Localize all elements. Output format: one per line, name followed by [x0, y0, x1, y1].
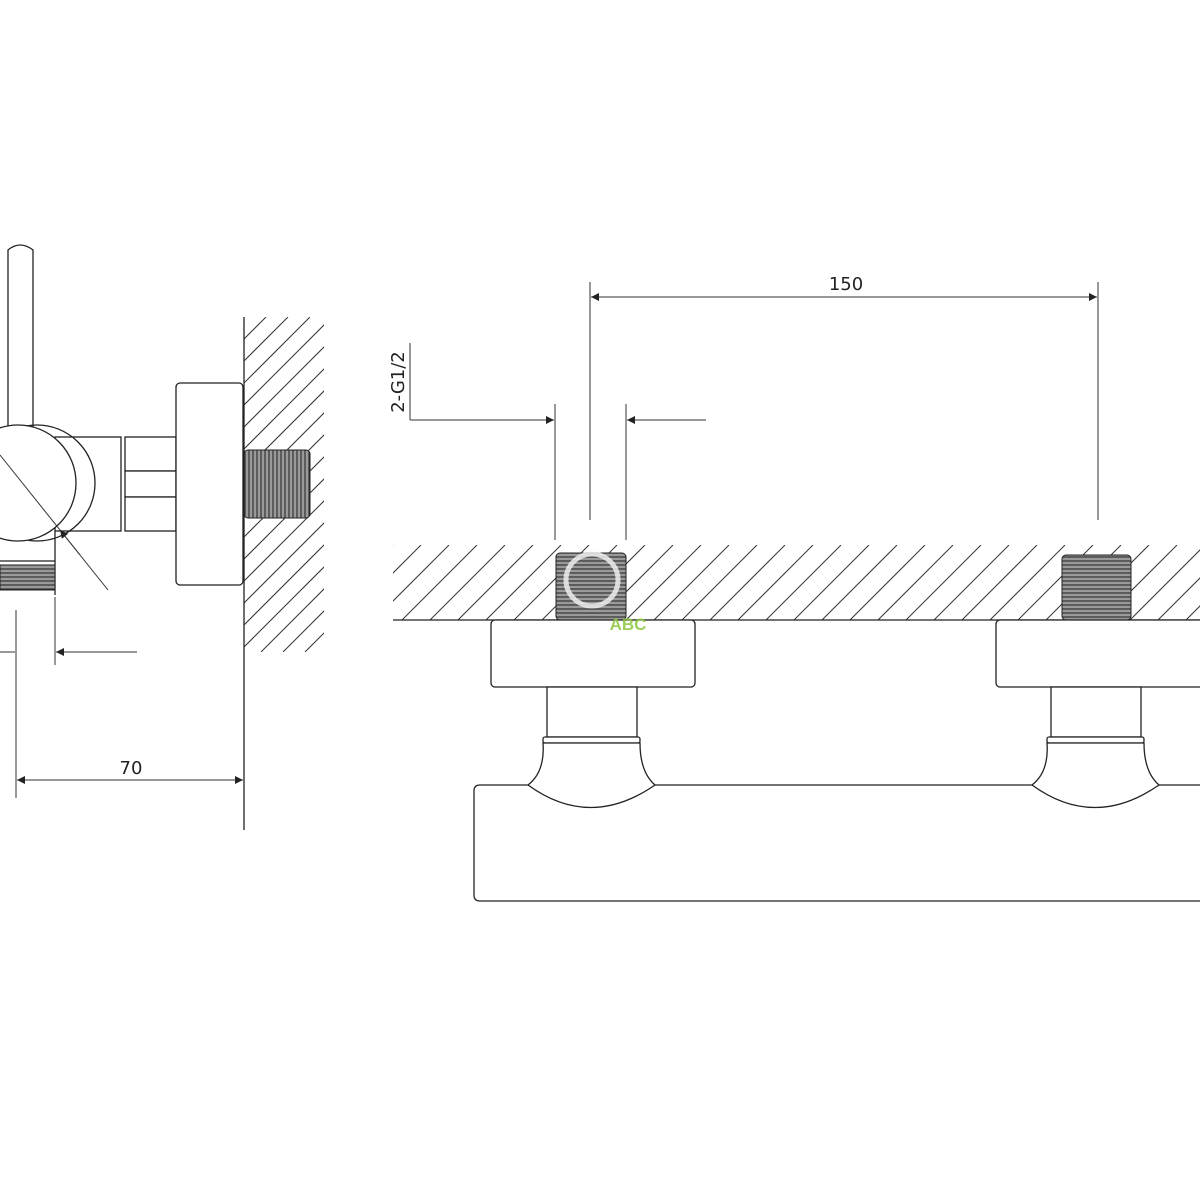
- hatch-line: [653, 545, 730, 620]
- inlet-thread-right: [1061, 554, 1132, 621]
- hatch-line: [393, 545, 422, 574]
- escutcheon-side: [175, 382, 244, 586]
- hatch-line: [877, 545, 954, 620]
- hatch-line: [657, 317, 992, 652]
- escutcheon-left: [490, 619, 696, 688]
- side-view: 70: [0, 244, 992, 830]
- hatch-line: [1129, 549, 1200, 620]
- connector-top: [124, 436, 177, 472]
- hatch-line: [371, 317, 706, 652]
- hatch-line: [765, 545, 842, 620]
- thread-size-label: 2-G1/2: [388, 351, 409, 413]
- hatch-line: [793, 545, 870, 620]
- hatch-line: [244, 368, 324, 450]
- hatch-line: [1157, 577, 1200, 620]
- leader-line: [0, 454, 109, 591]
- hatch-line: [393, 545, 394, 546]
- outlet-thread: [0, 564, 56, 591]
- hatch-line: [485, 545, 562, 620]
- connector-bottom: [124, 496, 177, 532]
- hatch-line: [625, 545, 702, 620]
- hatch-line: [849, 545, 926, 620]
- hatch-line: [709, 545, 786, 620]
- hatch-line: [457, 545, 534, 620]
- hatch-line: [244, 522, 324, 604]
- socket-left: [526, 742, 657, 809]
- dimension-70-label: 70: [120, 758, 143, 779]
- hatch-line: [244, 346, 324, 428]
- hatch-line: [961, 545, 1038, 620]
- socket-right: [1030, 742, 1161, 809]
- hatch-line: [821, 545, 898, 620]
- hatch-line: [260, 588, 324, 652]
- front-view: 150 2-G1/2: [388, 274, 1200, 902]
- hatch-line: [613, 317, 948, 652]
- handle-hub: [0, 424, 77, 542]
- hatch-line: [681, 545, 758, 620]
- hatch-line: [244, 544, 324, 626]
- lever-handle: [7, 244, 34, 430]
- connector-mid: [124, 470, 177, 498]
- stem-left: [546, 686, 638, 738]
- hatch-line: [401, 545, 478, 620]
- watermark-text: ABC: [610, 615, 647, 634]
- hatch-line: [393, 545, 450, 602]
- hatch-line: [989, 545, 1066, 620]
- hatch-line: [244, 566, 324, 648]
- hatch-line: [933, 545, 1010, 620]
- hatch-line: [737, 545, 814, 620]
- hatch-line: [503, 317, 838, 652]
- dimension-150-label: 150: [829, 274, 863, 295]
- watermark: ABC: [563, 551, 647, 634]
- escutcheon-right: [995, 619, 1200, 688]
- hatch-line: [635, 317, 970, 652]
- hatch-line: [244, 324, 324, 406]
- mixer-body: [473, 784, 1200, 902]
- stem-right: [1050, 686, 1142, 738]
- hatch-line: [481, 317, 816, 652]
- hatch-line: [905, 545, 982, 620]
- hatch-line: [244, 317, 311, 384]
- handle-hub-back: [0, 424, 96, 542]
- hatch-line: [429, 545, 506, 620]
- hatch-line: [591, 317, 926, 652]
- hatch-line: [1185, 605, 1200, 620]
- wall-thread: [243, 449, 311, 519]
- hatch-line: [244, 478, 324, 560]
